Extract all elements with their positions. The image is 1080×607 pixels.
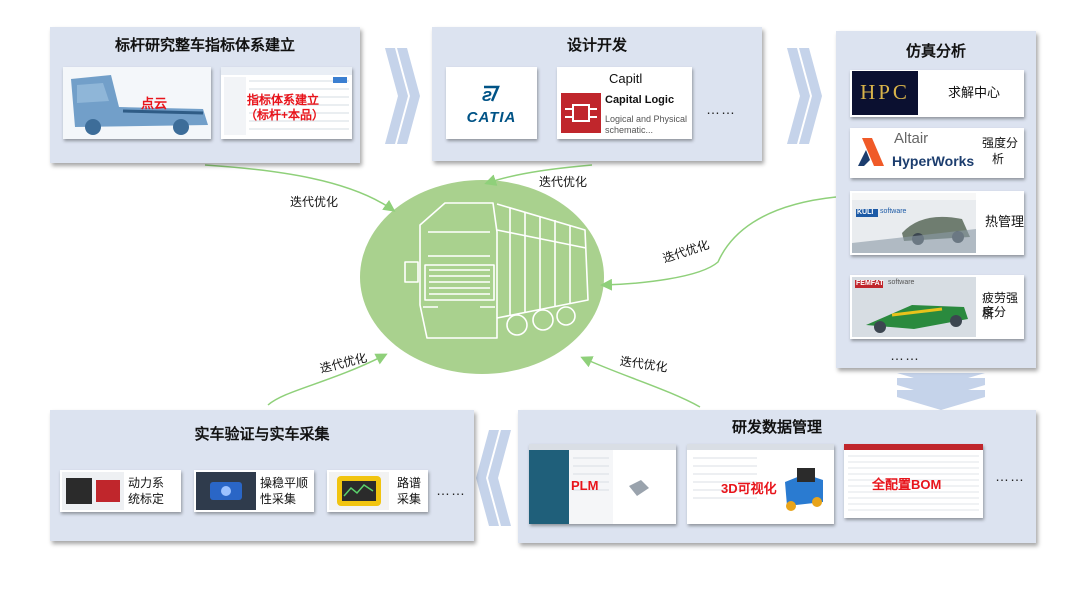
- arrow-right: [600, 196, 837, 291]
- solver-center-label: 求解中心: [948, 85, 1001, 100]
- strength-label-line1: 强度分: [982, 136, 1019, 150]
- point-cloud-card: 点云: [63, 67, 211, 139]
- powertrain-label-line1: 动力系: [128, 476, 165, 490]
- road-spectrum-image: [329, 472, 389, 510]
- plm-screenshot-image: [529, 444, 676, 524]
- plm-card: PLM: [529, 444, 676, 524]
- solver-center-card: HPC 求解中心: [850, 70, 1024, 117]
- design-panel: 设计开发 ƨ CATIA Capitl Capital Logic Logica…: [432, 27, 762, 161]
- indicator-system-card: 指标体系建立 （标杆+本品）: [221, 67, 352, 139]
- chevron-right-2: [787, 48, 822, 144]
- data-management-panel: 研发数据管理 PLM 3D可视化: [518, 410, 1036, 543]
- hpc-logo-text: HPC: [860, 80, 910, 104]
- road-label-line1: 路谱: [397, 476, 422, 490]
- validation-ellipsis: ……: [436, 482, 466, 498]
- benchmark-panel: 标杆研究整车指标体系建立 点云 指标体系建立 （标杆+本品）: [50, 27, 360, 163]
- handling-image: [196, 472, 256, 510]
- hyperworks-brand: HyperWorks: [892, 153, 975, 169]
- femfat-brand: FEMFAT: [856, 280, 884, 287]
- altair-brand: Altair: [894, 130, 929, 147]
- catia-logo-icon: ƨ: [482, 85, 500, 105]
- benchmark-title: 标杆研究整车指标体系建立: [114, 37, 295, 54]
- arrow-bottom-right: [580, 356, 701, 408]
- validation-panel: 实车验证与实车采集 动力系 统标定 操稳平顺 性采集 路谱 采集 ……: [50, 410, 474, 541]
- validation-title: 实车验证与实车采集: [194, 426, 330, 443]
- fatigue-card: FEMFAT software 疲劳强度分 析: [850, 275, 1024, 339]
- powertrain-image: [62, 472, 124, 510]
- kuli-brand: KULI: [857, 209, 874, 216]
- catia-logo-text: CATIA: [466, 109, 517, 126]
- chevron-right-1: [385, 48, 420, 144]
- capital-logic-icon: [561, 93, 601, 133]
- truck-drawing: [404, 202, 589, 339]
- arrow-top-left: [204, 164, 396, 212]
- handling-label-line1: 操稳平顺: [260, 476, 309, 490]
- viz3d-card: 3D可视化: [687, 444, 834, 524]
- arrow-bottom-left: [267, 353, 388, 406]
- simulation-panel: 仿真分析 HPC 求解中心 Altair HyperWorks 强度分 析 KU…: [836, 31, 1036, 368]
- femfat-software: software: [888, 279, 915, 286]
- thermal-label: 热管理: [985, 214, 1025, 229]
- kuli-thermal-image: [852, 193, 976, 253]
- fatigue-label-line1: 疲劳强度分: [982, 291, 1019, 319]
- indicator-label-line2: （标杆+本品）: [245, 108, 325, 122]
- capital-desc-line2: schematic...: [605, 125, 654, 135]
- road-label-line2: 采集: [397, 492, 422, 506]
- indicator-label-line1: 指标体系建立: [247, 93, 320, 107]
- capital-title: Capitl: [609, 71, 643, 86]
- hpc-logo-image: [852, 71, 918, 115]
- capital-subtitle: Capital Logic: [605, 94, 675, 106]
- center-circle: [360, 180, 604, 374]
- viz3d-label: 3D可视化: [721, 481, 777, 496]
- strength-card: Altair HyperWorks 强度分 析: [850, 128, 1024, 178]
- chevron-down: [897, 373, 985, 410]
- chevron-left: [476, 430, 511, 526]
- altair-logo-icon: [858, 138, 884, 166]
- data-management-ellipsis: ……: [995, 468, 1025, 484]
- indicator-table-image: [221, 67, 352, 135]
- handling-card: 操稳平顺 性采集: [194, 470, 314, 512]
- arrow-top-center: [484, 164, 593, 186]
- handling-label-line2: 性采集: [260, 492, 297, 506]
- point-cloud-label: 点云: [141, 96, 168, 111]
- plm-label: PLM: [571, 478, 599, 493]
- viz3d-screenshot-image: [687, 444, 834, 524]
- svg-text:ƨ: ƨ: [482, 85, 492, 105]
- strength-label-line2: 析: [992, 152, 1005, 166]
- capital-desc-line1: Logical and Physical: [605, 114, 688, 124]
- point-cloud-truck-image: [71, 75, 208, 135]
- iteration-label-top-center: 迭代优化: [539, 175, 588, 189]
- design-ellipsis: ……: [706, 101, 736, 117]
- data-management-title: 研发数据管理: [731, 419, 822, 436]
- catia-card: ƨ CATIA: [446, 67, 537, 139]
- kuli-software: software: [880, 208, 907, 215]
- powertrain-label-line2: 统标定: [128, 492, 165, 506]
- bom-card: 全配置BOM: [844, 444, 983, 518]
- simulation-title: 仿真分析: [905, 43, 966, 60]
- capital-logic-card: Capitl Capital Logic Logical and Physica…: [557, 67, 692, 139]
- fatigue-label-line2: 析: [982, 307, 995, 321]
- iteration-label-top-left: 迭代优化: [290, 195, 339, 209]
- simulation-ellipsis: ……: [890, 347, 920, 363]
- bom-screenshot-image: [844, 444, 983, 518]
- design-title: 设计开发: [566, 37, 627, 54]
- thermal-card: KULI software 热管理: [850, 191, 1024, 255]
- road-spectrum-card: 路谱 采集: [327, 470, 428, 512]
- femfat-fatigue-image: [852, 277, 976, 337]
- powertrain-card: 动力系 统标定: [60, 470, 181, 512]
- bom-label: 全配置BOM: [872, 477, 942, 492]
